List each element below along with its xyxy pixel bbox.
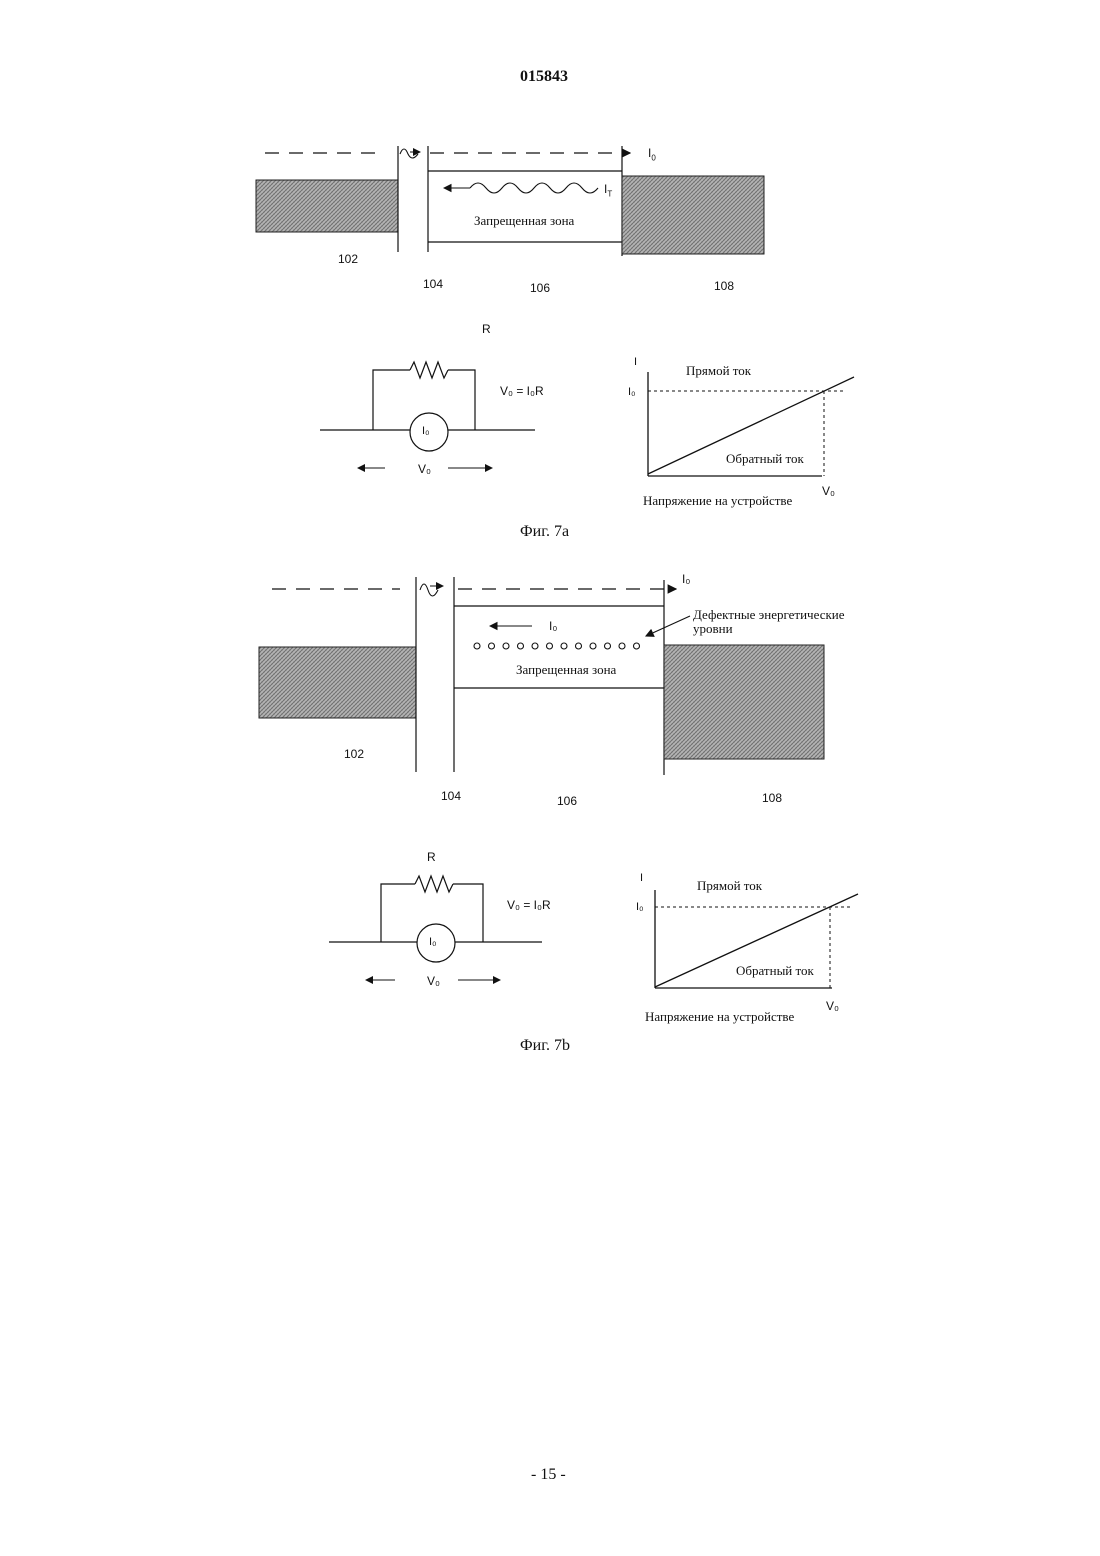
page-number: - 15 - (531, 1466, 566, 1484)
fig7a-ref-106: 106 (530, 281, 550, 295)
fig7b-equation: V₀ = I₀R (507, 898, 551, 912)
fig7a-ref-108: 108 (714, 279, 734, 293)
fig7a-forbidden-zone-label: Запрещенная зона (474, 213, 574, 229)
defect-level-dot (489, 643, 495, 649)
fig7a-source-label: I₀ (422, 425, 430, 437)
fig7b-forward-current: Прямой ток (697, 878, 762, 894)
fig7a-ref-102: 102 (338, 252, 358, 266)
fig7b-ref-104: 104 (441, 789, 461, 803)
defect-level-dot (619, 643, 625, 649)
fig7a-tunnel-wave (400, 149, 418, 158)
fig7a-label-IT: IT (604, 182, 612, 198)
fig7a-graph-x-tick: V₀ (822, 484, 835, 498)
fig7a-caption: Фиг. 7a (520, 523, 569, 541)
fig7b-forbidden-zone-label: Запрещенная зона (516, 662, 616, 678)
fig7a-label-I0: I0 (648, 146, 656, 162)
fig7b-ref-106: 106 (557, 794, 577, 808)
fig7b-source-label: I₀ (429, 936, 437, 948)
fig7b-ref-102: 102 (344, 747, 364, 761)
fig7a-reverse-current: Обратный ток (726, 451, 804, 467)
fig7b-contact-102 (259, 647, 416, 718)
defect-level-dot (634, 643, 640, 649)
fig7a-ref-104: 104 (423, 277, 443, 291)
fig7a-forward-current: Прямой ток (686, 363, 751, 379)
fig7b-resistor-label: R (427, 850, 436, 864)
fig7a-circuit (320, 362, 535, 468)
fig7b-graph-y-axis: I (640, 872, 643, 884)
defect-level-dot (532, 643, 538, 649)
fig7b-circuit (329, 876, 542, 980)
fig7b-voltage-label: V₀ (427, 974, 440, 988)
fig7a-equation: V₀ = I₀R (500, 384, 544, 398)
fig7b-graph-x-tick: V₀ (826, 999, 839, 1013)
defect-level-dot (547, 643, 553, 649)
fig7b-graph-y-tick: I₀ (636, 901, 644, 913)
fig7b-reverse-current: Обратный ток (736, 963, 814, 979)
defect-level-dot (561, 643, 567, 649)
fig7b-caption: Фиг. 7b (520, 1037, 570, 1055)
defect-level-dot (503, 643, 509, 649)
fig7b-defect-levels-label: Дефектные энергетические уровни (693, 608, 845, 636)
fig7b-label-I0-top: I₀ (682, 572, 690, 586)
fig7a-resistor-label: R (482, 322, 491, 336)
fig7a-x-axis-label: Напряжение на устройстве (643, 493, 792, 509)
defect-level-dot (576, 643, 582, 649)
fig7b-defect-levels (474, 643, 640, 649)
fig7a-band-diagram (256, 146, 764, 256)
fig7b-label-I0-back: I₀ (549, 619, 557, 633)
fig7b-contact-108 (664, 645, 824, 759)
fig7a-graph-y-axis: I (634, 356, 637, 368)
fig7b-x-axis-label: Напряжение на устройстве (645, 1009, 794, 1025)
defect-level-dot (518, 643, 524, 649)
fig7a-voltage-label: V₀ (418, 462, 431, 476)
fig7a-contact-102 (256, 180, 398, 232)
defect-level-dot (474, 643, 480, 649)
fig7a-contact-108 (622, 176, 764, 254)
defect-level-dot (590, 643, 596, 649)
defect-level-dot (605, 643, 611, 649)
fig7b-ref-108: 108 (762, 791, 782, 805)
fig7a-graph-y-tick: I₀ (628, 386, 636, 398)
